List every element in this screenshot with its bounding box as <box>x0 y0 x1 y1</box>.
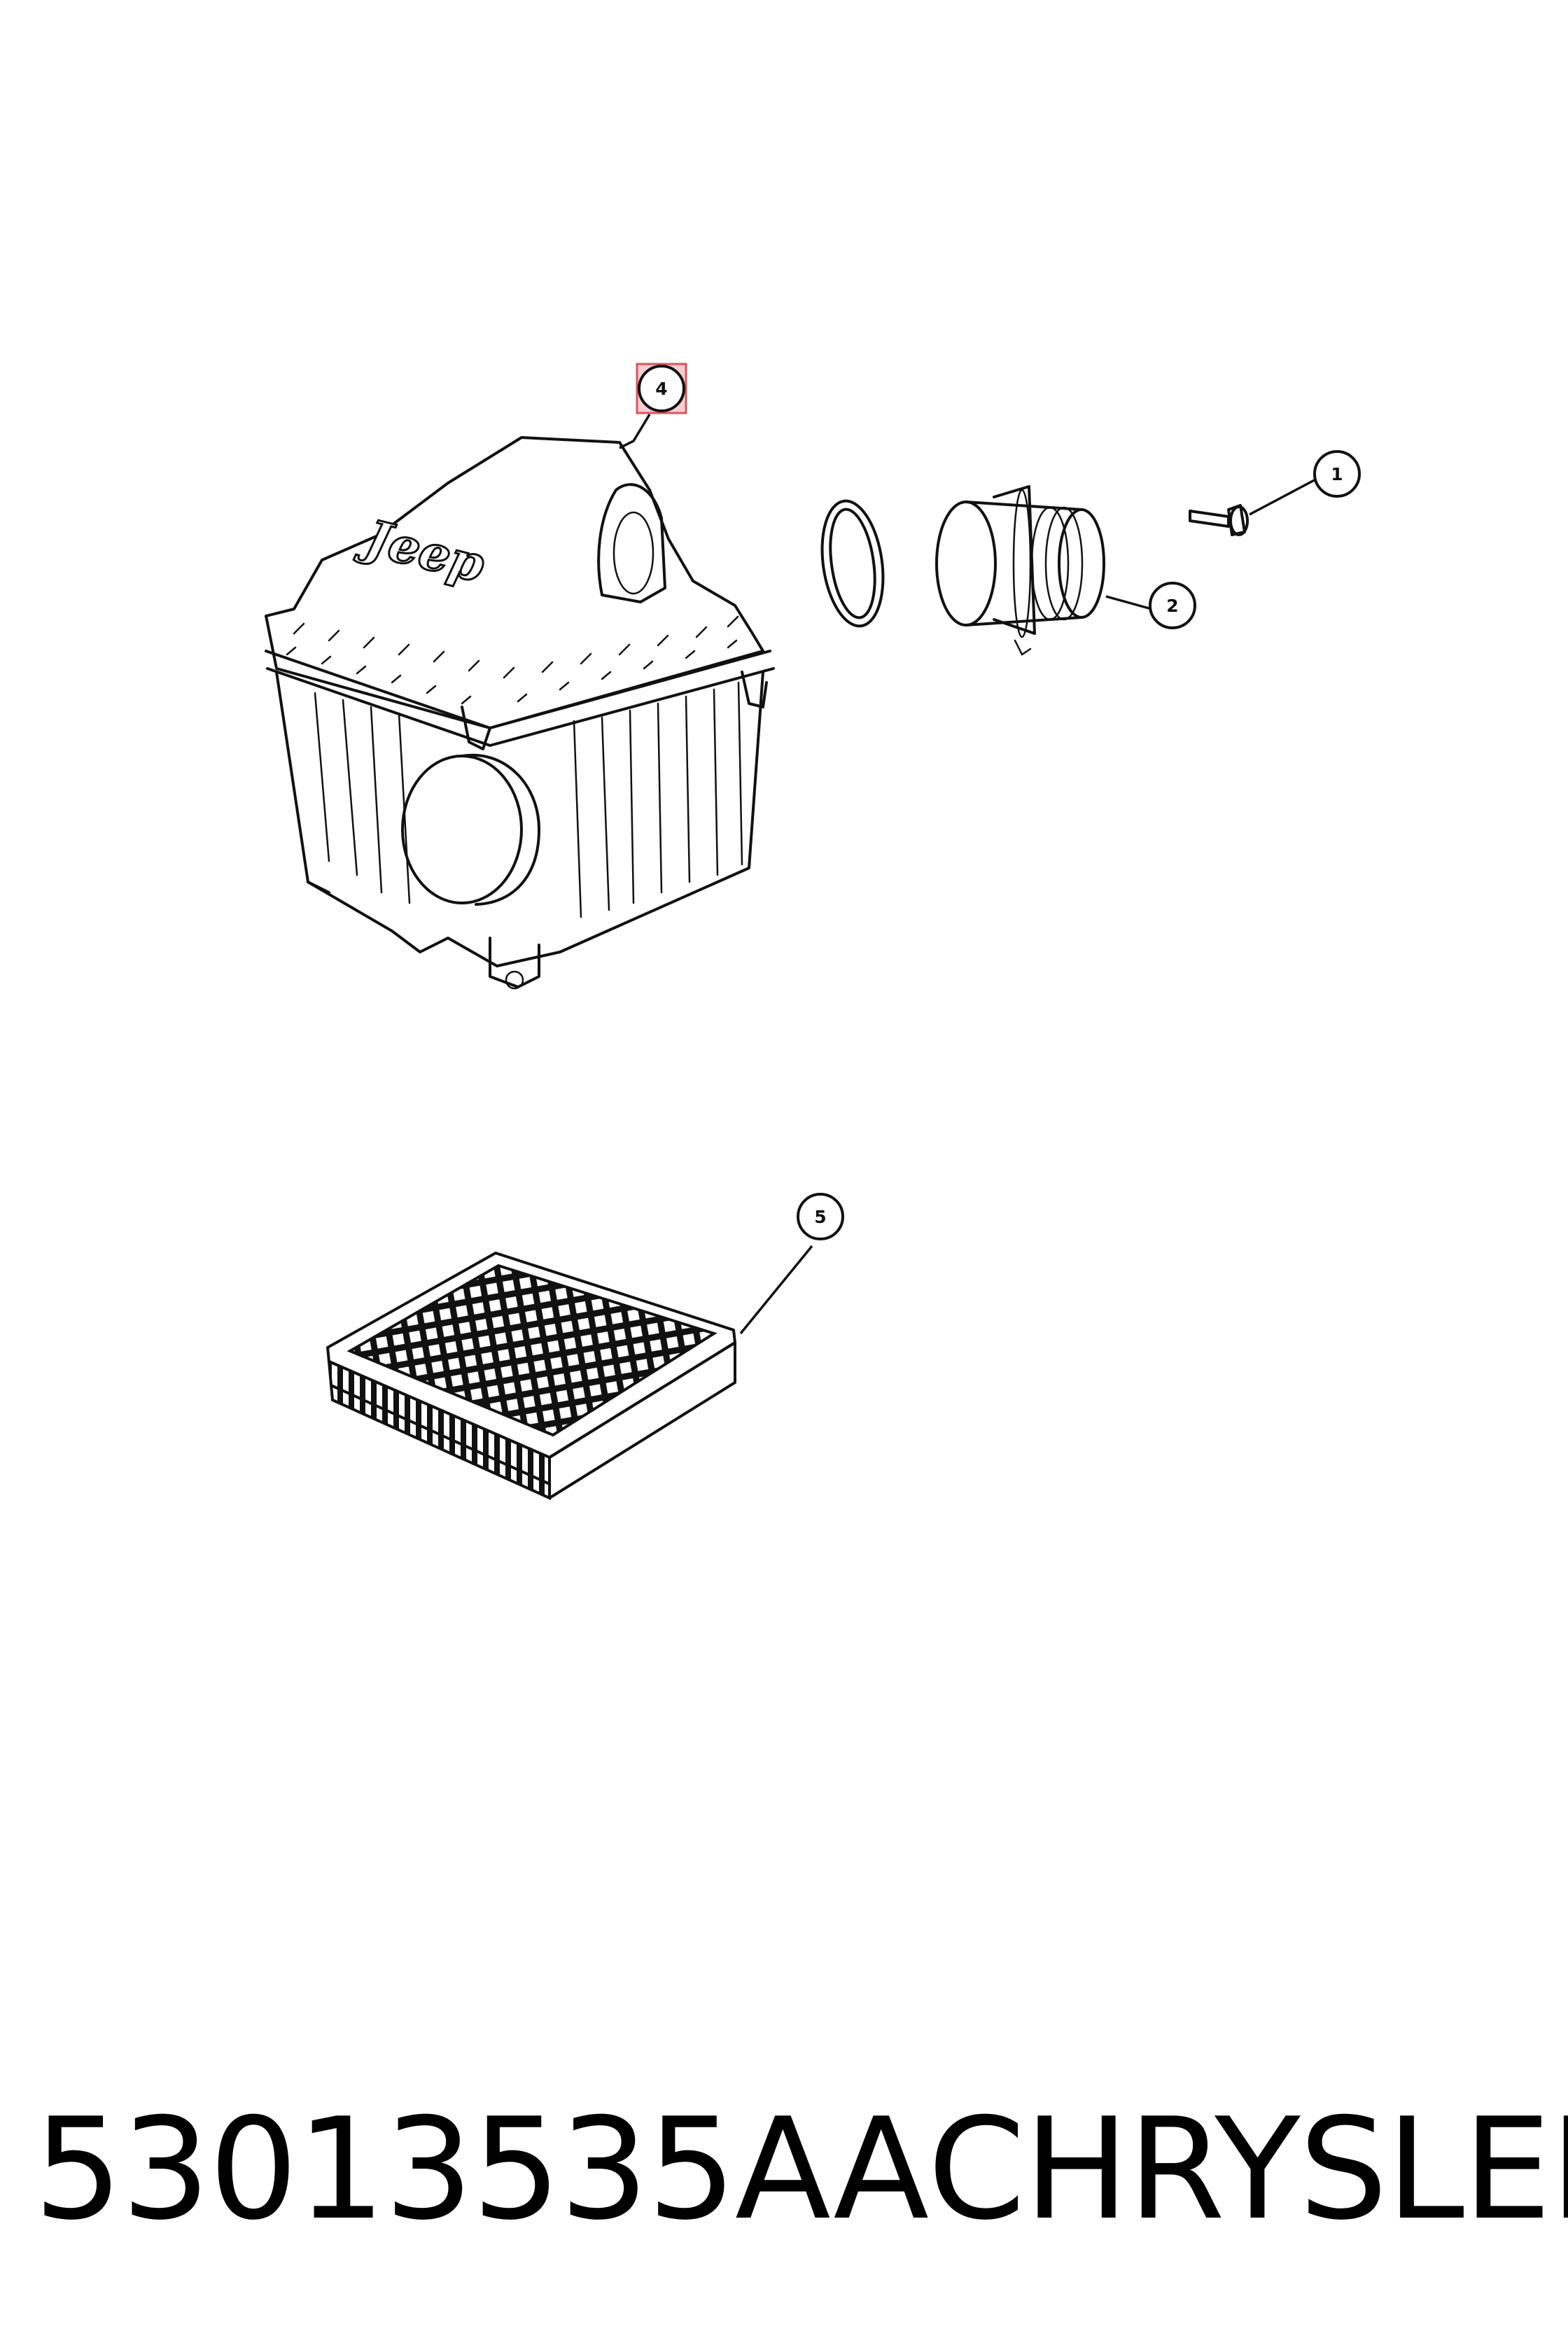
callout-2-label: 2 <box>1166 596 1178 616</box>
callout-5[interactable]: 5 <box>797 1193 844 1240</box>
callout-2[interactable]: 2 <box>1149 582 1196 629</box>
caption-bar: 53013535AA CHRYSLER <box>34 2088 1568 2251</box>
callout-4[interactable]: 4 <box>636 363 687 414</box>
callout-5-label: 5 <box>814 1207 826 1227</box>
air-filter-element[interactable] <box>326 1252 736 1501</box>
brand-name: CHRYSLER <box>927 2088 1568 2251</box>
air-duct-adapter[interactable] <box>935 485 1105 656</box>
part-number: 53013535AA <box>34 2088 929 2251</box>
screw[interactable] <box>1189 504 1249 536</box>
callout-4-label: 4 <box>655 379 667 399</box>
o-ring-seal[interactable] <box>815 497 890 630</box>
leader-lines <box>619 414 1320 1335</box>
air-cleaner-housing[interactable]: Jeep <box>265 436 775 990</box>
housing-logo: Jeep <box>353 507 491 594</box>
callout-1-label: 1 <box>1331 464 1343 484</box>
callout-1[interactable]: 1 <box>1313 450 1361 498</box>
